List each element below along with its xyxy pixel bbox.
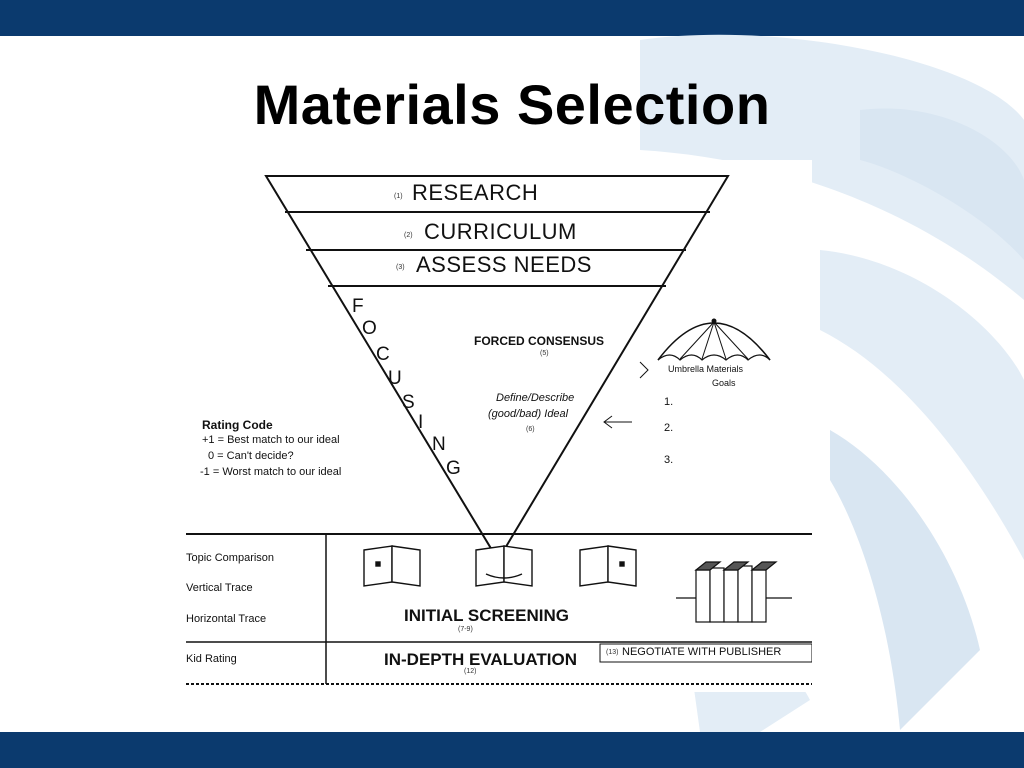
umbrella-subcaption: Goals [712, 378, 736, 388]
negotiate-box [599, 643, 812, 663]
open-book-icon [363, 545, 421, 587]
rating-code-line: +1 = Best match to our ideal [202, 434, 340, 446]
focusing-letter: C [376, 344, 390, 365]
focusing-letter: G [446, 458, 461, 479]
assess-needs-marker: (3) [396, 264, 405, 271]
diagram-lines [186, 175, 812, 685]
rating-code-line: -1 = Worst match to our ideal [200, 466, 342, 478]
focusing-letter: I [418, 412, 424, 433]
umbrella-list-item: 2. [664, 422, 674, 434]
materials-selection-diagram: (1) RESEARCH (2) CURRICULUM (3) ASSESS N… [180, 160, 812, 692]
research-label: RESEARCH [412, 180, 539, 205]
define-describe-marker: (6) [526, 426, 535, 433]
focusing-letter: U [388, 368, 402, 389]
in-depth-evaluation-label: IN-DEPTH EVALUATION [384, 650, 577, 669]
open-book-icon [579, 545, 637, 587]
rating-code-title: Rating Code [202, 418, 273, 432]
row-label-horizontal-trace: Horizontal Trace [186, 613, 267, 625]
row-label-kid-rating: Kid Rating [186, 653, 237, 665]
define-describe-line2: (good/bad) Ideal [488, 408, 569, 420]
define-describe-line1: Define/Describe [496, 392, 575, 404]
chevron-right-icon [639, 361, 649, 379]
focusing-letter: S [402, 392, 415, 413]
initial-screening-label: INITIAL SCREENING [404, 606, 569, 625]
focusing-letter: F [352, 296, 364, 317]
initial-screening-marker: (7-9) [458, 626, 473, 633]
umbrella-list-item: 1. [664, 396, 674, 408]
bottom-footer-band [0, 732, 1024, 768]
focusing-triangle [264, 175, 730, 562]
negotiate-label: NEGOTIATE WITH PUBLISHER [622, 646, 782, 658]
binders-stack-icon [676, 561, 792, 623]
research-marker: (1) [394, 193, 403, 200]
row-label-topic-comparison: Topic Comparison [186, 552, 275, 564]
umbrella-icon [657, 318, 771, 361]
umbrella-list-item: 3. [664, 454, 674, 466]
focusing-letter: N [432, 434, 446, 455]
focusing-letter: O [362, 318, 377, 339]
negotiate-marker: (13) [606, 649, 619, 656]
in-depth-evaluation-marker: (12) [464, 668, 477, 675]
curriculum-marker: (2) [404, 232, 413, 239]
row-label-vertical-trace: Vertical Trace [186, 582, 253, 594]
assess-needs-label: ASSESS NEEDS [416, 252, 592, 277]
umbrella-caption: Umbrella Materials [668, 364, 744, 374]
slide-title: Materials Selection [253, 73, 771, 136]
open-book-icon [475, 545, 533, 587]
curriculum-label: CURRICULUM [424, 219, 577, 244]
forced-consensus-label: FORCED CONSENSUS [474, 334, 605, 348]
forced-consensus-marker: (5) [540, 350, 549, 357]
top-header-band [0, 0, 1024, 36]
rating-code-line: 0 = Can't decide? [208, 450, 294, 462]
